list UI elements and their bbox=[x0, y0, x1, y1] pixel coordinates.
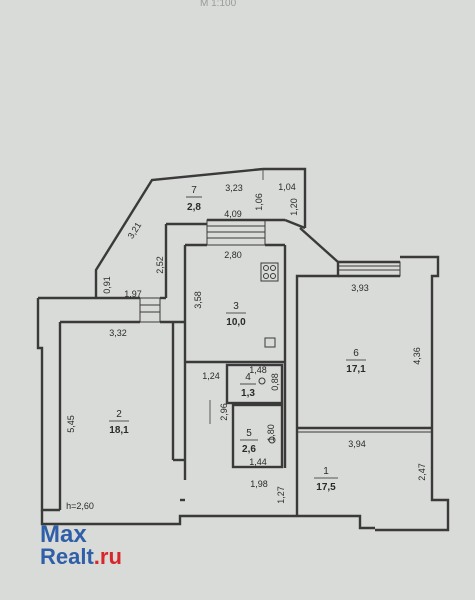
sink-fixture bbox=[264, 337, 276, 348]
stove-fixture bbox=[260, 262, 279, 282]
room-5-number: 5 bbox=[246, 428, 252, 439]
dim-label: 1,48 bbox=[249, 365, 267, 375]
dim-label: 1,24 bbox=[202, 371, 220, 381]
room-5-area: 2,6 bbox=[242, 444, 256, 455]
room-2-number: 2 bbox=[116, 409, 122, 420]
shower-fixture bbox=[268, 436, 276, 444]
ceiling-height-label: h=2,60 bbox=[66, 501, 94, 511]
dim-label: 1,44 bbox=[249, 457, 267, 467]
maxrealt-watermark: Max Realt.ru bbox=[40, 521, 122, 568]
dim-label: 3,21 bbox=[126, 220, 144, 240]
watermark-domain: .ru bbox=[93, 544, 122, 569]
dim-label: 2,52 bbox=[155, 256, 165, 274]
dim-label: 1,97 bbox=[124, 289, 142, 299]
room-1-number: 1 bbox=[323, 466, 329, 477]
dim-label: 3,93 bbox=[351, 283, 369, 293]
scale-label: М 1:100 bbox=[200, 0, 237, 9]
dimension-labels: 3,23 1,04 1,06 4,09 1,20 3,21 2,52 2,80 … bbox=[66, 182, 427, 511]
room-7-area: 2,8 bbox=[187, 202, 201, 213]
dim-label: 0,91 bbox=[102, 276, 112, 294]
room-1-area: 17,5 bbox=[316, 482, 336, 493]
dim-label: 1,04 bbox=[278, 182, 296, 192]
dim-label: 2,47 bbox=[417, 463, 427, 481]
toilet-fixture bbox=[258, 377, 266, 385]
dim-label: 3,32 bbox=[109, 328, 127, 338]
room-6-number: 6 bbox=[353, 348, 359, 359]
watermark-realt: Realt bbox=[40, 544, 94, 569]
room-3-area: 10,0 bbox=[226, 317, 246, 328]
room-3-number: 3 bbox=[233, 301, 239, 312]
dim-label: 3,94 bbox=[348, 439, 366, 449]
dim-label: 0,88 bbox=[270, 373, 280, 391]
watermark-line2: Realt.ru bbox=[40, 546, 122, 568]
dim-label: 1,27 bbox=[276, 486, 286, 504]
fixtures bbox=[258, 262, 279, 444]
room-4-number: 4 bbox=[245, 372, 251, 383]
room-2-area: 18,1 bbox=[109, 425, 129, 436]
dim-label: 2,80 bbox=[224, 250, 242, 260]
dim-label: 1,20 bbox=[289, 198, 299, 216]
walls bbox=[36, 167, 450, 532]
dim-label: 1,98 bbox=[250, 479, 268, 489]
dim-label: 3,58 bbox=[193, 291, 203, 309]
dimension-lines bbox=[209, 169, 264, 424]
dim-label: 1,80 bbox=[266, 424, 276, 442]
room-4-area: 1,3 bbox=[241, 388, 255, 399]
dim-label: 4,36 bbox=[412, 347, 422, 365]
dim-label: 5,45 bbox=[66, 415, 76, 433]
windows bbox=[139, 219, 401, 323]
dim-label: 2,96 bbox=[219, 403, 229, 421]
room-labels: 7 2,8 3 10,0 4 1,3 5 2,6 6 17,1 2 18,1 1… bbox=[109, 185, 366, 493]
watermark-line1: Max bbox=[40, 521, 87, 548]
dim-label: 1,06 bbox=[254, 193, 264, 211]
dim-label: 3,23 bbox=[225, 183, 243, 193]
dim-label: 4,09 bbox=[224, 209, 242, 219]
room-7-number: 7 bbox=[191, 185, 197, 196]
room-6-area: 17,1 bbox=[346, 364, 366, 375]
